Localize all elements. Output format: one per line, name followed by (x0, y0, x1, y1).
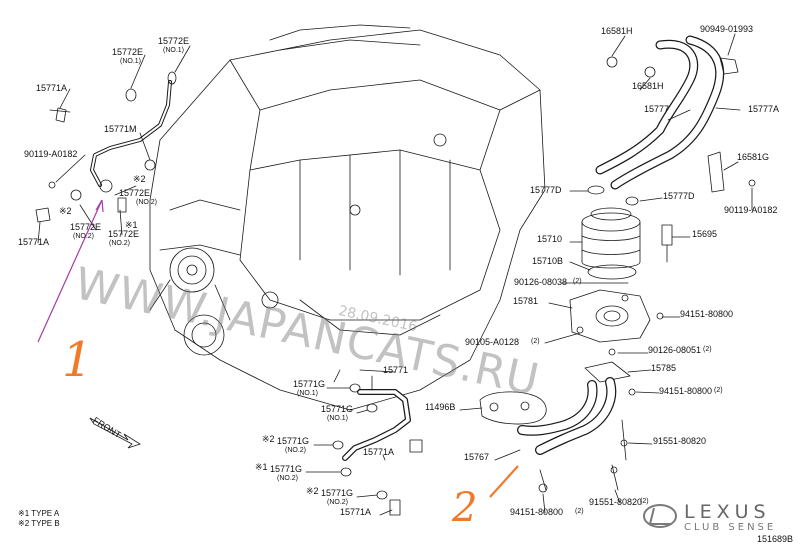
part-sublabel: (2) (575, 508, 584, 515)
part-label: 15772E (108, 229, 140, 239)
type-mark: ※2 (306, 486, 319, 496)
part-label: 15777A (748, 104, 780, 114)
part-label: 15772E (70, 222, 102, 232)
part-label: 15771G (277, 436, 310, 446)
type-mark: ※2 (133, 174, 146, 184)
part-label: 151689B (757, 534, 794, 544)
part-label: 90119-A0182 (24, 149, 78, 159)
part-label: 91551-80820 (589, 497, 643, 507)
part-label: 15771A (18, 237, 50, 247)
annotation-stroke-orange (489, 465, 519, 498)
part-sublabel: (2) (714, 387, 723, 394)
pulley-lower (183, 314, 225, 356)
part-sublabel: (NO.1) (163, 47, 184, 54)
handwritten-number-1: 1 (62, 332, 93, 388)
part-sublabel: (NO.2) (285, 447, 306, 454)
part-label: 15772E (158, 36, 190, 46)
legend-type-a: ※1 TYPE A (18, 509, 60, 518)
part-label: 15771 (383, 365, 409, 375)
part-label: 15771M (104, 124, 137, 134)
part-sublabel: (NO.2) (327, 499, 348, 506)
part-label: 15772E (112, 47, 144, 57)
part-label: 94151-80800 (510, 507, 564, 517)
part-label: 16581H (601, 26, 633, 36)
part-label: 90119-A0182 (724, 205, 778, 215)
part-label: 15771A (340, 507, 372, 517)
part-label: 16581H (632, 81, 664, 91)
part-label: 90105-A0128 (465, 337, 520, 347)
part-label: 15781 (513, 296, 539, 306)
engine-block-outline (149, 29, 546, 411)
gasket-11496b (479, 391, 547, 425)
type-mark: ※2 (262, 434, 275, 444)
oil-filter-15710 (581, 221, 641, 269)
logo-tagline: CLUB SENSE (684, 522, 777, 533)
part-label: 15777D (663, 191, 695, 201)
handwritten-number-2: 2 (452, 485, 478, 531)
part-sublabel: (NO.2) (277, 475, 298, 482)
part-label: 15771A (36, 83, 68, 93)
part-sublabel: (2) (640, 498, 649, 505)
part-sublabel: (NO.1) (297, 390, 318, 397)
part-sublabel: (NO.1) (120, 58, 141, 65)
part-sublabel: (NO.2) (136, 199, 157, 206)
part-label: 15771G (270, 464, 303, 474)
legend-type-b: ※2 TYPE B (18, 519, 60, 528)
part-label: 90126-08038 (514, 277, 568, 287)
part-sublabel: (2) (531, 338, 540, 345)
type-mark: ※2 (59, 206, 72, 216)
part-label: 15771G (321, 488, 354, 498)
lexus-logo-icon (643, 504, 677, 528)
front-arrow-icon (89, 417, 141, 449)
part-label: 15771A (363, 447, 395, 457)
part-label: 15771G (293, 379, 326, 389)
part-label: 91551-80820 (653, 436, 707, 446)
part-label: 15777D (530, 185, 562, 195)
part-label: 90126-08051 (648, 345, 702, 355)
pulley-left (169, 247, 215, 293)
annotation-arrow-purple (37, 199, 103, 343)
part-sublabel: (NO.1) (327, 415, 348, 422)
part-sublabel: (2) (573, 278, 582, 285)
oil-cooler-15781 (569, 289, 651, 343)
type-mark: ※1 (255, 462, 268, 472)
part-label: 15710 (537, 234, 563, 244)
part-label: 15772E (119, 188, 151, 198)
part-sublabel: (NO.2) (73, 233, 94, 240)
part-label: 90949-01993 (700, 24, 754, 34)
type-mark: ※1 (125, 220, 138, 230)
part-label: 15771G (321, 404, 354, 414)
part-label: 94151-80800 (659, 386, 713, 396)
part-label: 15777 (644, 104, 670, 114)
part-sublabel: (2) (703, 346, 712, 353)
part-sublabel: (NO.2) (109, 240, 130, 247)
part-label: 15695 (692, 229, 718, 239)
part-label: 94151-80800 (680, 309, 734, 319)
part-label: 11496B (425, 402, 456, 412)
part-label: 15710B (532, 256, 564, 266)
part-label: 16581G (737, 152, 770, 162)
logo-brand: LEXUS (684, 501, 771, 523)
part-label: 15785 (651, 363, 677, 373)
part-label: 15767 (464, 452, 490, 462)
